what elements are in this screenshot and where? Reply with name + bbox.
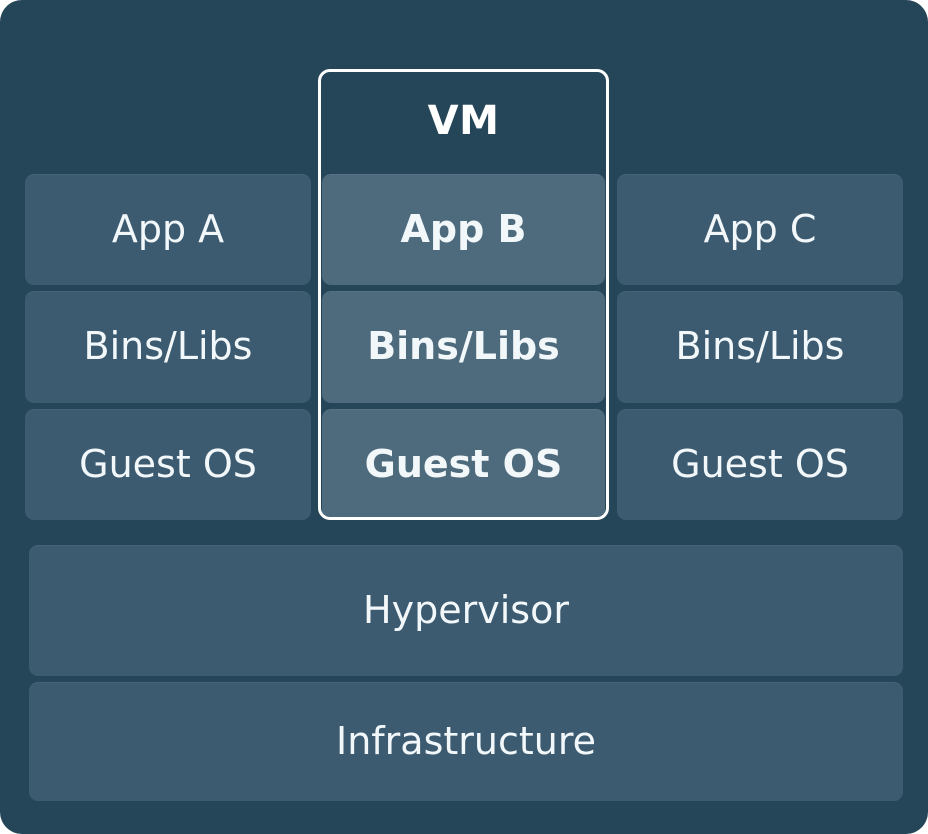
cell-middle-app: App B	[322, 174, 605, 285]
vm-label: VM	[427, 98, 500, 144]
cell-left-guest-os: Guest OS	[25, 409, 311, 520]
cell-middle-bins-libs: Bins/Libs	[322, 291, 605, 403]
cell-left-bins-libs: Bins/Libs	[25, 291, 311, 403]
layer-hypervisor: Hypervisor	[29, 545, 903, 676]
cell-left-app: App A	[25, 174, 311, 285]
cell-right-app: App C	[617, 174, 903, 285]
cell-middle-guest-os: Guest OS	[322, 409, 605, 520]
cell-right-bins-libs: Bins/Libs	[617, 291, 903, 403]
cell-right-guest-os: Guest OS	[617, 409, 903, 520]
layer-infrastructure: Infrastructure	[29, 682, 903, 801]
